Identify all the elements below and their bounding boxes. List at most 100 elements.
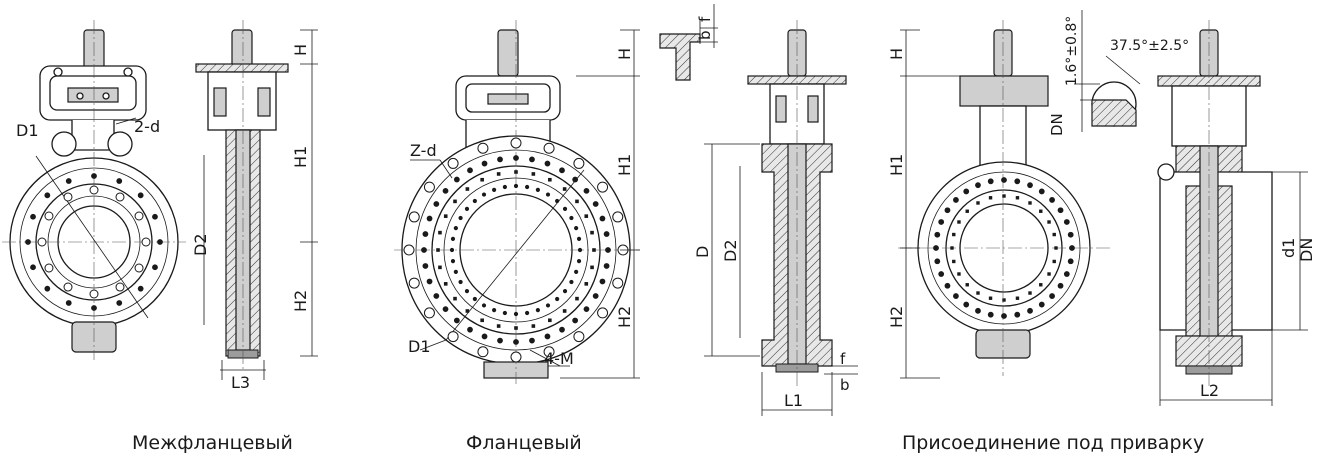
bolt-hole: [477, 346, 489, 358]
bolt-hole: [137, 192, 144, 199]
seal-bolt: [572, 317, 579, 324]
seal-bolt: [1002, 298, 1006, 302]
label-dn-welded: DN: [1297, 238, 1316, 262]
bolt-hole: [423, 181, 435, 193]
bolt-hole: [543, 346, 555, 358]
seal-bolt: [443, 282, 448, 286]
seal-bolt: [562, 206, 568, 211]
bolt-hole: [408, 277, 420, 289]
seal-bolt: [562, 187, 567, 191]
label-f-detail: f: [696, 16, 714, 22]
seal-bolt: [559, 326, 565, 333]
seal-bolt: [453, 296, 457, 301]
flanged-dims-right: [560, 29, 640, 379]
seal-bolt: [965, 283, 969, 287]
seal-bolt: [953, 197, 959, 203]
bolt-hole: [157, 239, 163, 245]
bolt-hole: [89, 185, 99, 195]
seal-bolt: [535, 187, 540, 192]
seal-bolt: [453, 199, 457, 204]
seal-bolt: [1067, 258, 1074, 265]
seal-bolt: [584, 214, 589, 218]
seal-bolt: [433, 293, 440, 299]
seal-bolt: [458, 279, 463, 285]
seal-bolt: [555, 296, 560, 302]
bolt-hole: [134, 211, 144, 221]
wafer-front-view: [2, 20, 186, 360]
seal-bolt: [458, 215, 463, 221]
seal-bolt: [938, 271, 945, 277]
bolt-hole: [91, 173, 97, 179]
seal-bolt: [1047, 272, 1051, 276]
wafer-front-bolts: [25, 173, 163, 311]
seal-bolt: [531, 172, 536, 176]
seal-bolt: [1049, 293, 1055, 299]
seal-bolt: [1002, 194, 1006, 198]
seal-bolt: [529, 337, 535, 344]
seal-bolt: [465, 187, 470, 191]
flanged-side-view: [704, 20, 858, 416]
seal-bolt: [944, 207, 951, 214]
seal-bolt: [426, 278, 433, 285]
seal-bolt: [1047, 220, 1051, 224]
seal-bolt: [934, 231, 941, 238]
seal-bolt: [513, 339, 519, 345]
label-4-m: 4-M: [544, 349, 574, 368]
seal-bolt: [592, 248, 596, 252]
seal-bolt: [1057, 282, 1064, 289]
seal-bolt: [1063, 219, 1070, 225]
seal-bolt: [576, 236, 582, 241]
seal-bolt: [934, 258, 941, 265]
welded-front-view: [898, 20, 1110, 379]
seal-bolt: [513, 183, 519, 189]
label-h-wafer: H: [291, 44, 310, 56]
seal-bolt: [548, 318, 552, 323]
seal-bolt: [1063, 271, 1070, 277]
seal-bolt: [562, 309, 567, 313]
seal-bolt: [584, 282, 589, 286]
seal-bolt: [569, 215, 574, 221]
bolt-hole: [44, 285, 51, 292]
bolt-hole: [63, 282, 73, 292]
seal-bolt: [605, 247, 611, 253]
seal-bolt: [569, 279, 574, 285]
bolt-hole: [597, 307, 609, 319]
seal-bolt: [481, 303, 487, 308]
seal-bolt: [603, 231, 610, 237]
bolt-hole: [89, 289, 99, 299]
seal-bolt: [1027, 182, 1033, 189]
seal-bolt: [975, 182, 981, 189]
label-b-side: b: [840, 376, 850, 394]
seal-bolt: [1028, 201, 1032, 205]
flanged-front-bolts: [403, 137, 629, 363]
seal-bolt: [422, 231, 429, 237]
bolt-hole: [152, 213, 158, 220]
seal-bolt: [464, 289, 470, 294]
bolt-hole: [612, 211, 624, 223]
label-h-welded: H: [887, 48, 906, 60]
seal-bolt: [443, 214, 448, 218]
label-d1-wafer: D1: [16, 121, 39, 140]
seal-bolt: [464, 206, 470, 211]
welded-front-bolts: [933, 177, 1075, 319]
seal-bolt: [976, 201, 980, 205]
seal-bolt: [1015, 196, 1020, 200]
seal-bolt: [963, 301, 970, 308]
label-d1-flanged: D1: [408, 337, 431, 356]
caption-wafer: Межфланцевый: [132, 432, 293, 454]
seal-bolt: [481, 333, 488, 340]
label-h2-welded: H2: [887, 306, 906, 328]
seal-bolt: [950, 246, 954, 250]
seal-bolt: [976, 291, 980, 295]
seal-bolt: [1038, 188, 1045, 195]
label-h1-welded: H1: [887, 154, 906, 176]
seal-bolt: [583, 306, 590, 313]
bolt-hole: [115, 192, 125, 202]
seal-bolt: [952, 259, 956, 264]
bolt-hole: [116, 178, 123, 184]
seal-bolt: [544, 160, 551, 167]
seal-bolt: [514, 326, 518, 330]
label-dn-detail: DN: [1048, 113, 1066, 136]
seal-bolt: [421, 247, 427, 253]
